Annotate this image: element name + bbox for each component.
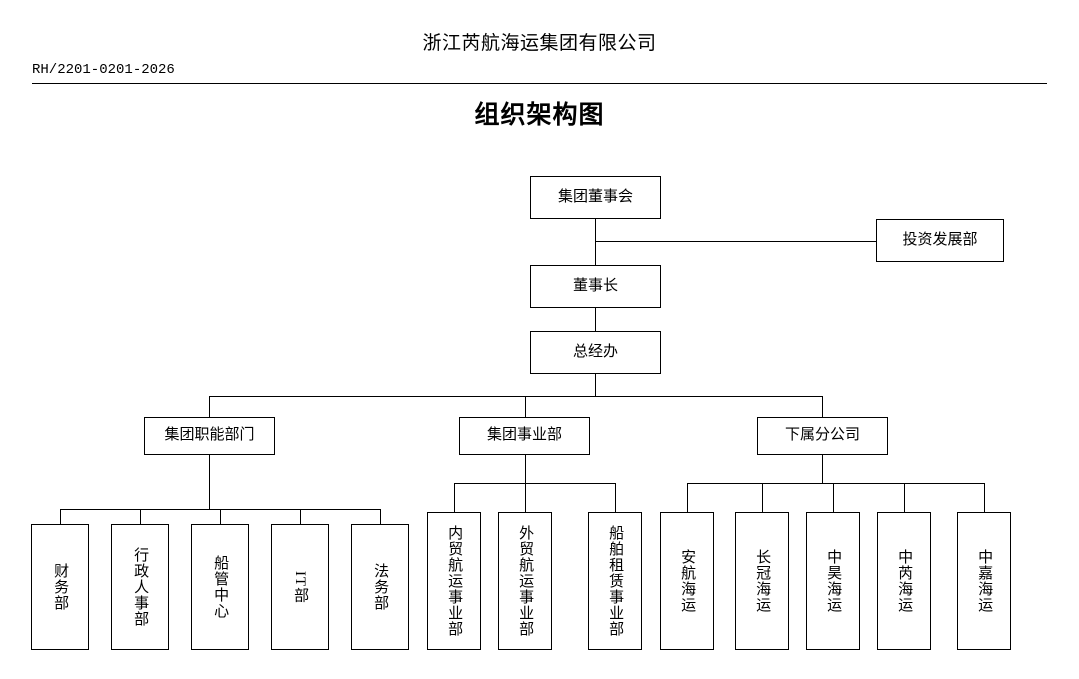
node-gm-office[interactable]: 总经办	[530, 331, 661, 374]
connector-drop-functional	[209, 396, 210, 417]
connector-functional-leaf-2	[140, 509, 141, 524]
node-chairman[interactable]: 董事长	[530, 265, 661, 308]
node-label: 中昊海运	[825, 549, 842, 613]
node-label: 总经办	[572, 343, 618, 360]
connector-business-leaf-3	[615, 483, 616, 512]
connector-business-leaf-2	[525, 483, 526, 512]
connector-drop-business	[525, 396, 526, 417]
node-label: 长冠海运	[754, 549, 771, 613]
node-subsidiary-zhongjia[interactable]: 中嘉海运	[957, 512, 1011, 650]
node-label: 董事长	[572, 277, 618, 294]
node-finance-department[interactable]: 财务部	[31, 524, 89, 650]
connector-subsidiary-leaf-3	[833, 483, 834, 512]
connector-functional-down	[209, 455, 210, 509]
node-admin-hr-department[interactable]: 行政人事部	[111, 524, 169, 650]
connector-subsidiary-bus	[687, 483, 984, 484]
connector-functional-leaf-1	[60, 509, 61, 524]
connector-subsidiary-leaf-4	[904, 483, 905, 512]
header-divider	[32, 83, 1047, 84]
node-label: 中嘉海运	[976, 549, 993, 613]
connector-gm-down	[595, 374, 596, 396]
connector-subsidiary-leaf-5	[984, 483, 985, 512]
connector-business-bus	[454, 483, 615, 484]
connector-level3-bus	[209, 396, 822, 397]
connector-board-down	[595, 219, 596, 241]
connector-functional-leaf-4	[300, 509, 301, 524]
connector-investment-tie	[595, 241, 876, 242]
node-domestic-shipping-unit[interactable]: 内贸航运事业部	[427, 512, 481, 650]
node-label: 法务部	[372, 563, 389, 611]
node-label: 行政人事部	[132, 547, 149, 627]
node-ship-management-center[interactable]: 船管中心	[191, 524, 249, 650]
node-subsidiary-zhonghao[interactable]: 中昊海运	[806, 512, 860, 650]
node-investment-department[interactable]: 投资发展部	[876, 219, 1004, 262]
node-subsidiary-zhongrui[interactable]: 中芮海运	[877, 512, 931, 650]
node-ship-leasing-unit[interactable]: 船舶租赁事业部	[588, 512, 642, 650]
connector-subsidiary-leaf-1	[687, 483, 688, 512]
node-label: 集团事业部	[486, 427, 562, 444]
connector-chairman-gm	[595, 308, 596, 331]
node-label: 外贸航运事业部	[517, 525, 534, 637]
node-functional-group[interactable]: 集团职能部门	[144, 417, 275, 455]
node-subsidiary-changguan[interactable]: 长冠海运	[735, 512, 789, 650]
connector-drop-subsidiary	[822, 396, 823, 417]
node-legal-department[interactable]: 法务部	[351, 524, 409, 650]
node-it-department[interactable]: IT部	[271, 524, 329, 650]
connector-functional-leaf-5	[380, 509, 381, 524]
node-label: 安航海运	[679, 549, 696, 613]
node-label: IT部	[292, 570, 309, 604]
node-label: 财务部	[52, 563, 69, 611]
node-foreign-shipping-unit[interactable]: 外贸航运事业部	[498, 512, 552, 650]
company-name: 浙江芮航海运集团有限公司	[422, 33, 657, 54]
node-label: 集团董事会	[557, 188, 633, 205]
node-subsidiary-group[interactable]: 下属分公司	[757, 417, 888, 455]
node-label: 内贸航运事业部	[446, 525, 463, 637]
node-label: 投资发展部	[902, 231, 978, 248]
connector-functional-leaf-3	[220, 509, 221, 524]
node-group-board[interactable]: 集团董事会	[530, 176, 661, 219]
node-label: 下属分公司	[784, 427, 860, 444]
connector-subsidiary-leaf-2	[762, 483, 763, 512]
connector-board-chairman	[595, 241, 596, 266]
node-label: 中芮海运	[896, 549, 913, 613]
node-label: 集团职能部门	[164, 427, 255, 444]
node-subsidiary-anhang[interactable]: 安航海运	[660, 512, 714, 650]
node-label: 船舶租赁事业部	[607, 525, 624, 637]
connector-business-down	[525, 455, 526, 483]
node-business-group[interactable]: 集团事业部	[459, 417, 590, 455]
connector-business-leaf-1	[454, 483, 455, 512]
node-label: 船管中心	[212, 555, 229, 619]
page-title: 组织架构图	[474, 102, 605, 129]
document-code: RH/2201-0201-2026	[32, 62, 175, 78]
connector-subsidiary-down	[822, 455, 823, 483]
